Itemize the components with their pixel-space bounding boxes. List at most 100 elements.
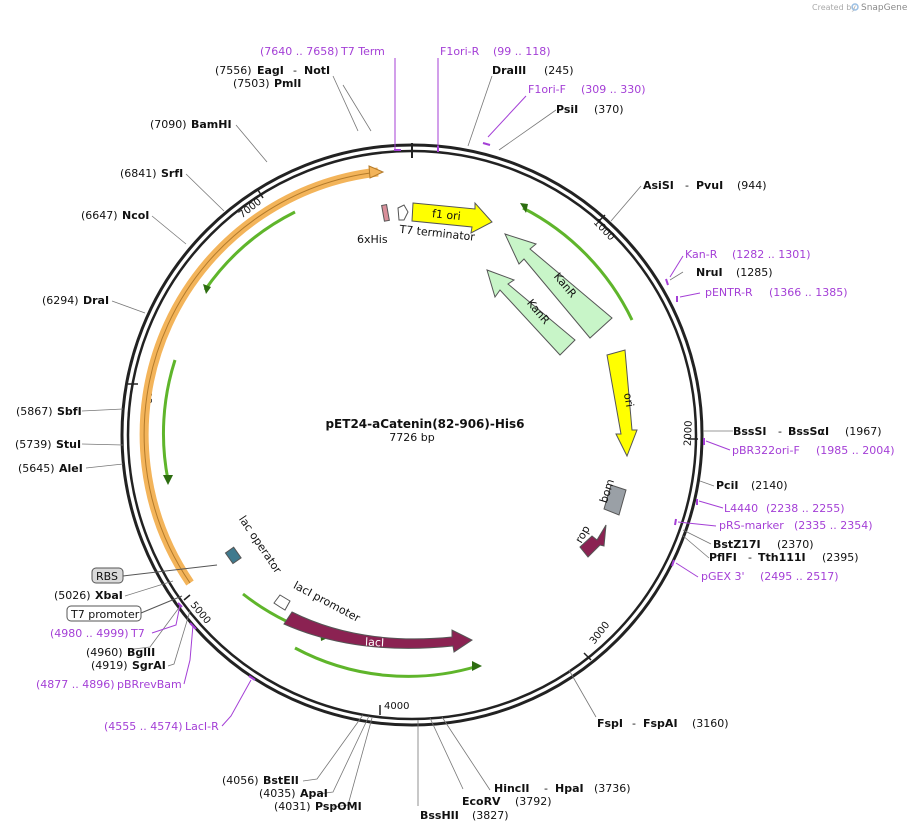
site-asisi[interactable]: AsiSI	[643, 179, 674, 192]
site-fspai[interactable]: FspAI	[643, 717, 678, 730]
site-dash-fspi: -	[632, 717, 636, 730]
site-leaders	[81, 75, 733, 808]
primer-range-l4440: (2238 .. 2255)	[766, 502, 845, 515]
site-pos-bamhi: (7090)	[150, 118, 187, 131]
his-tag-feature[interactable]: 6xHis	[357, 204, 390, 246]
site-pvui[interactable]: PvuI	[696, 179, 723, 192]
primer-pgex3[interactable]: pGEX 3'	[701, 570, 745, 583]
primer-range-kan-r: (1282 .. 1301)	[732, 248, 811, 261]
site-alei[interactable]: AleI	[59, 462, 83, 475]
site-pos-nrui: (1285)	[736, 266, 773, 279]
primer-t7[interactable]: T7	[130, 627, 145, 640]
kanr-feature-1[interactable]: KanR	[504, 233, 613, 339]
restriction-site-labels: (7556) EagI - NotI (7503) PmlI (7090) Ba…	[15, 64, 882, 822]
site-bstz17i[interactable]: BstZ17I	[713, 538, 761, 551]
site-nrui[interactable]: NruI	[696, 266, 723, 279]
primer-range-t7: (4980 .. 4999)	[50, 627, 129, 640]
site-hpai[interactable]: HpaI	[555, 782, 584, 795]
site-ecorv[interactable]: EcoRV	[462, 795, 501, 808]
t7-promoter-label-box[interactable]: T7 promoter	[66, 595, 183, 622]
ori-feature[interactable]: ori	[606, 349, 638, 458]
site-pos-hincii: (3736)	[594, 782, 631, 795]
site-xbai[interactable]: XbaI	[95, 589, 123, 602]
site-srfi[interactable]: SrfI	[161, 167, 183, 180]
primer-f1ori-r[interactable]: F1ori-R	[440, 45, 480, 58]
site-pos-pflfi: (2395)	[822, 551, 859, 564]
f1-ori-feature[interactable]: f1 ori	[411, 201, 493, 234]
primer-pbrrevbam[interactable]: pBRrevBam	[117, 678, 182, 691]
rop-feature[interactable]: rop	[573, 523, 607, 558]
primer-pbr322ori-f[interactable]: pBR322ori-F	[732, 444, 800, 457]
site-fspi[interactable]: FspI	[597, 717, 623, 730]
site-pos-stui: (5739)	[15, 438, 52, 451]
t7-promoter-label: T7 promoter	[70, 608, 140, 621]
site-dash-eagi: -	[293, 64, 297, 77]
tick-2000: 2000	[683, 420, 695, 446]
site-pos-sgrai: (4919)	[91, 659, 128, 672]
site-drai[interactable]: DraI	[83, 294, 109, 307]
site-pos-eagi: (7556)	[215, 64, 252, 77]
site-tth111i[interactable]: Tth111I	[758, 551, 806, 564]
site-pmli[interactable]: PmlI	[274, 77, 301, 90]
primer-range-t7term: (7640 .. 7658)	[260, 45, 339, 58]
site-bglii[interactable]: BglII	[127, 646, 155, 659]
site-pos-psii: (370)	[594, 103, 624, 116]
primer-range-f1ori-r: (99 .. 118)	[493, 45, 551, 58]
site-bamhi[interactable]: BamHI	[191, 118, 232, 131]
primer-prs-marker[interactable]: pRS-marker	[719, 519, 784, 532]
primer-range-laci-r: (4555 .. 4574)	[104, 720, 183, 733]
rbs-label: RBS	[96, 570, 118, 583]
primer-leaders	[151, 58, 731, 727]
site-stui[interactable]: StuI	[56, 438, 81, 451]
primer-range-f1ori-f: (309 .. 330)	[581, 83, 646, 96]
site-pos-bglii: (4960)	[86, 646, 123, 659]
primer-t7term[interactable]: T7 Term	[340, 45, 385, 58]
snapgene-logo-icon	[851, 3, 859, 11]
site-bsteii[interactable]: BstEII	[263, 774, 299, 787]
site-bsshii[interactable]: BssHII	[420, 809, 459, 822]
primer-range-pbr322ori-f: (1985 .. 2004)	[816, 444, 895, 457]
plasmid-backbone	[120, 143, 704, 727]
site-dash-hincii: -	[544, 782, 548, 795]
site-eagi[interactable]: EagI	[257, 64, 284, 77]
site-pos-ncoi: (6647)	[81, 209, 118, 222]
site-apai[interactable]: ApaI	[300, 787, 328, 800]
site-pos-ecorv: (3792)	[515, 795, 552, 808]
tick-4000: 4000	[384, 701, 409, 712]
site-pflfi[interactable]: PflFI	[709, 551, 737, 564]
site-pos-pspomi: (4031)	[274, 800, 311, 813]
primer-l4440[interactable]: L4440	[724, 502, 758, 515]
plasmid-title: pET24-aCatenin(82-906)-His6	[325, 417, 524, 431]
laci-feature[interactable]: lacI	[283, 611, 473, 653]
bom-feature[interactable]: bom	[597, 477, 627, 516]
site-hincii[interactable]: HincII	[494, 782, 530, 795]
primer-kan-r[interactable]: Kan-R	[685, 248, 718, 261]
site-draiii[interactable]: DraIII	[492, 64, 526, 77]
site-psii[interactable]: PsiI	[556, 103, 578, 116]
lac-operator-feature[interactable]: lac operator	[224, 513, 284, 576]
tick-3000: 3000	[588, 620, 612, 647]
site-pspomi[interactable]: PspOMI	[315, 800, 362, 813]
site-pcii[interactable]: PciI	[716, 479, 738, 492]
primer-range-pbrrevbam: (4877 .. 4896)	[36, 678, 115, 691]
primer-pentr-r[interactable]: pENTR-R	[705, 286, 753, 299]
site-bsssai[interactable]: BssSαI	[788, 425, 829, 438]
site-pos-bstz17i: (2370)	[777, 538, 814, 551]
site-sbfi[interactable]: SbfI	[57, 405, 82, 418]
green-arcs	[161, 203, 634, 678]
site-noti[interactable]: NotI	[304, 64, 330, 77]
lac-operator-label: lac operator	[236, 513, 284, 576]
primer-range-pentr-r: (1366 .. 1385)	[769, 286, 848, 299]
primer-f1ori-f[interactable]: F1ori-F	[528, 83, 566, 96]
site-bsssi[interactable]: BssSI	[733, 425, 767, 438]
site-sgrai[interactable]: SgrAI	[132, 659, 166, 672]
primer-laci-r[interactable]: LacI-R	[185, 720, 219, 733]
laci-label: lacI	[365, 635, 385, 649]
rbs-label-box[interactable]: RBS	[91, 564, 218, 584]
site-pos-drai: (6294)	[42, 294, 79, 307]
site-ncoi[interactable]: NcoI	[122, 209, 149, 222]
ori-label: ori	[621, 392, 636, 408]
catenin-cds-feature[interactable]	[139, 165, 385, 586]
created-by-text: Created by	[812, 3, 856, 12]
